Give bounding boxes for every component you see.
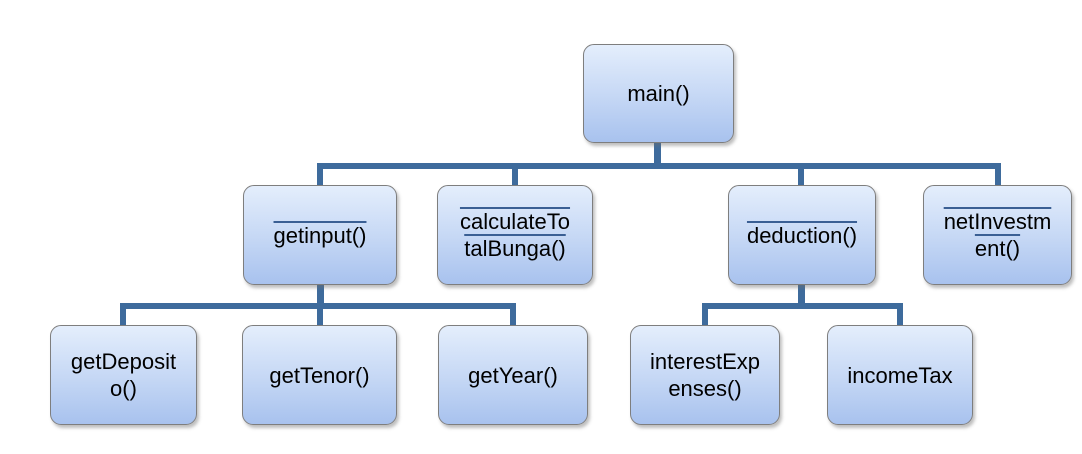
node-interestexpenses: interestExp enses() — [630, 325, 780, 425]
connector-bus-deduction-children — [702, 303, 903, 309]
node-getinput: getinput() — [243, 185, 397, 285]
connector-drop-deduction — [798, 163, 804, 186]
node-deduction-label: deduction() — [746, 222, 858, 248]
connector-drop-gettenor — [317, 303, 323, 326]
node-gettenor-label: getTenor() — [269, 362, 370, 388]
node-incometax-label: incomeTax — [847, 362, 953, 388]
connector-drop-calculatetotalbunga — [512, 163, 518, 186]
node-getinput-label: getinput() — [273, 222, 367, 248]
connector-drop-interestexpenses — [702, 303, 708, 326]
node-deduction: deduction() — [728, 185, 876, 285]
node-getyear-label: getYear() — [468, 362, 558, 388]
node-netinvestment: netInvestm ent() — [923, 185, 1072, 285]
node-calculatetotalbunga-label: calculateTo talBunga() — [459, 209, 571, 261]
node-incometax: incomeTax — [827, 325, 973, 425]
node-main: main() — [583, 44, 734, 143]
connector-getinput-stub — [317, 284, 324, 306]
node-netinvestment-label: netInvestm ent() — [943, 209, 1052, 261]
connector-drop-incometax — [897, 303, 903, 326]
node-calculatetotalbunga: calculateTo talBunga() — [437, 185, 593, 285]
node-interestexpenses-label: interestExp enses() — [649, 349, 761, 401]
connector-drop-netinvestment — [995, 163, 1001, 186]
connector-drop-getyear — [510, 303, 516, 326]
connector-drop-getdeposito — [120, 303, 126, 326]
node-getyear: getYear() — [438, 325, 588, 425]
node-main-label: main() — [627, 81, 690, 106]
node-gettenor: getTenor() — [242, 325, 397, 425]
node-getdeposito-label: getDeposit o() — [70, 349, 177, 401]
connector-drop-getinput — [317, 163, 323, 186]
connector-deduction-stub — [798, 284, 805, 306]
connector-bus-level2 — [317, 163, 1001, 169]
node-getdeposito: getDeposit o() — [50, 325, 197, 425]
connector-main-stub — [654, 142, 661, 166]
